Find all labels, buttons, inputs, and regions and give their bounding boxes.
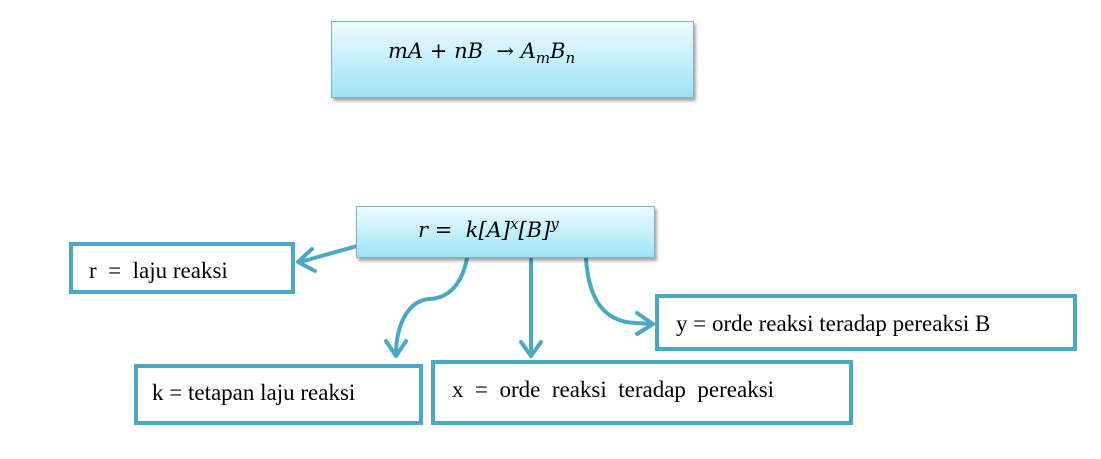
- rate-law: r = k[A]x[B]y: [418, 217, 559, 242]
- label-box-x: [431, 360, 853, 425]
- arrowhead-k: [384, 339, 408, 358]
- species-b: B: [467, 39, 484, 63]
- rate-symbol: r: [418, 218, 429, 242]
- rate-constant: k: [465, 218, 479, 242]
- label-box-r: [69, 242, 295, 294]
- coef-n: n: [454, 39, 468, 63]
- species-a: A: [407, 39, 424, 63]
- label-x: x = orde reaksi teradap pereaksi: [452, 377, 775, 402]
- product-b-subscript: n: [565, 49, 576, 68]
- label-r: r = laju reaksi: [89, 258, 228, 283]
- concentration-b: [B]: [518, 218, 551, 242]
- exponent-y: y: [550, 215, 559, 233]
- plus-sign: +: [429, 39, 448, 63]
- concentration-a: [A]: [478, 218, 510, 242]
- coef-m: m: [388, 39, 408, 63]
- exponent-x: x: [510, 215, 519, 233]
- product-a: A: [520, 39, 536, 63]
- equals-sign: =: [434, 218, 453, 242]
- reaction-equation-box: [331, 21, 694, 98]
- reaction-arrow: →: [496, 39, 515, 63]
- label-box-k: [134, 364, 423, 425]
- label-box-y: [655, 294, 1077, 351]
- arrow-to-r: [298, 244, 359, 264]
- arrow-to-k: [394, 256, 469, 357]
- arrow-to-y: [584, 256, 654, 326]
- arrowhead-y: [635, 311, 655, 336]
- label-k: k = tetapan laju reaksi: [152, 380, 356, 405]
- rate-law-box: [356, 206, 655, 258]
- arrowhead-x: [519, 340, 543, 358]
- product-a-subscript: m: [535, 49, 551, 68]
- label-y: y = orde reaksi teradap pereaksi B: [676, 311, 991, 336]
- reaction-equation: mA + nB → AmBn: [388, 39, 575, 66]
- arrowhead-r: [296, 247, 317, 273]
- product-b: B: [550, 39, 566, 63]
